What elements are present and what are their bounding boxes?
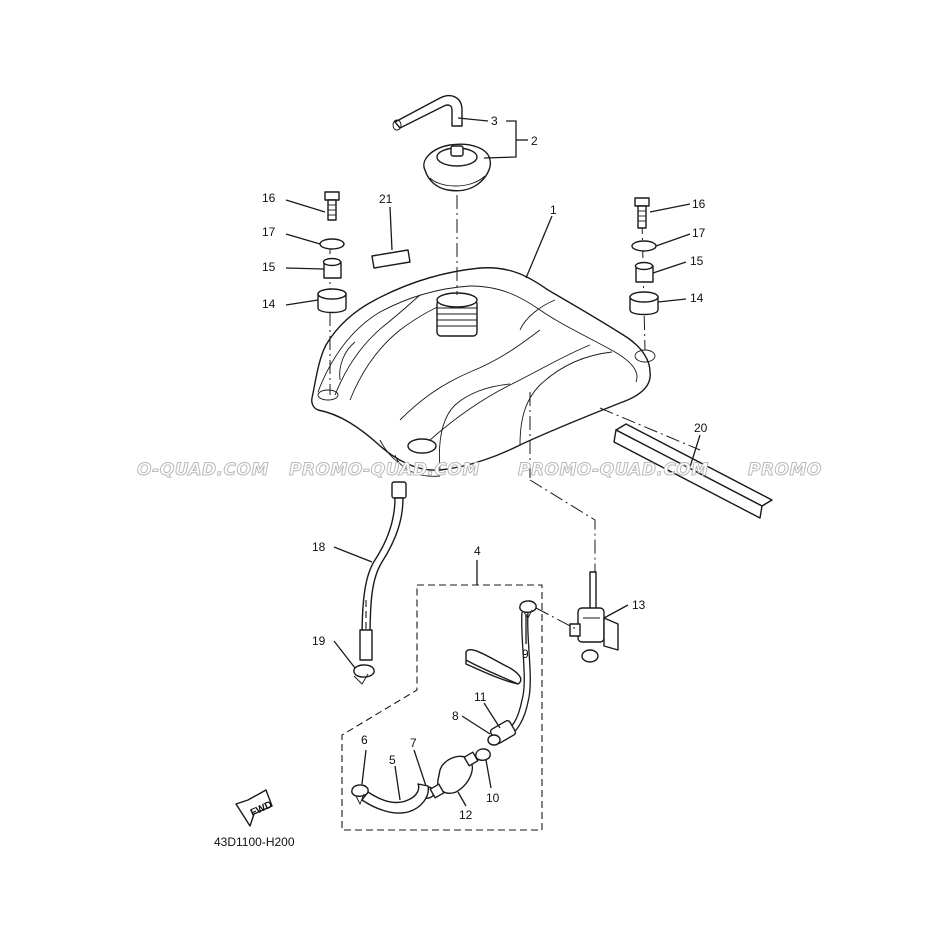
breather-pipe: [392, 94, 463, 131]
callout-13: 13: [632, 598, 646, 612]
collar-right: [634, 261, 654, 283]
callout-18: 18: [312, 540, 326, 554]
fuel-cock: [569, 571, 619, 663]
callout-9: 9: [522, 647, 529, 661]
watermark-edge: PROMO: [748, 460, 822, 480]
watermark: O-QUAD.COM PROMO-QUAD.COM PROMO-QUAD.COM…: [137, 460, 822, 481]
callout-17-right: 17: [692, 226, 706, 240]
bolt-right: [634, 197, 650, 229]
callout-15-right: 15: [690, 254, 704, 268]
grommet-right: [629, 291, 659, 316]
callout-16-right: 16: [692, 197, 706, 211]
washer-left: [319, 238, 345, 250]
grommet-left: [317, 288, 347, 314]
cock-connection-line: [535, 607, 579, 631]
callout-15-left: 15: [262, 260, 276, 274]
leader-lines: [285, 117, 701, 807]
watermark-left: O-QUAD.COM: [137, 460, 269, 480]
joint-8: [487, 719, 517, 746]
bolt-left: [324, 191, 340, 221]
filler-neck: [436, 292, 478, 337]
callout-7: 7: [410, 736, 417, 750]
callout-2: 2: [531, 134, 538, 148]
fuel-tank: [311, 267, 656, 477]
callout-19: 19: [312, 634, 326, 648]
caution-label: [371, 249, 411, 269]
fuel-hose-18: [359, 481, 407, 661]
watermark-right: PROMO-QUAD.COM: [518, 460, 709, 480]
diagram-code: 43D1100-H200: [214, 835, 295, 849]
callout-14-left: 14: [262, 297, 276, 311]
callout-3: 3: [491, 114, 498, 128]
damper-strip: [613, 423, 773, 519]
callout-10: 10: [486, 791, 500, 805]
callout-16-left: 16: [262, 191, 276, 205]
callout-11: 11: [474, 690, 487, 704]
callout-17-left: 17: [262, 225, 276, 239]
fuel-cap: [423, 143, 492, 192]
callout-1: 1: [550, 203, 557, 217]
collar-left: [322, 257, 342, 279]
clip-6: [351, 784, 369, 806]
washer-right: [631, 240, 657, 252]
clip-10: [475, 748, 491, 761]
callout-5: 5: [389, 753, 396, 767]
callout-12: 12: [459, 808, 473, 822]
watermark-center: PROMO-QUAD.COM: [289, 460, 480, 480]
kit-4-boundary: [341, 584, 543, 831]
callout-14-right: 14: [690, 291, 704, 305]
forward-arrow-icon: FWD: [235, 789, 274, 827]
fuel-filter: [429, 751, 479, 799]
callout-6: 6: [361, 733, 368, 747]
callout-4: 4: [474, 544, 481, 558]
cock-axis-line-2: [529, 479, 596, 580]
callout-8: 8: [452, 709, 459, 723]
callout-21: 21: [379, 192, 393, 206]
fuel-hose-11: [465, 611, 531, 739]
callout-20: 20: [694, 421, 708, 435]
hose-clip-19: [353, 664, 375, 685]
callout-labels: 3 2 1 16 17 15 14 21 16 17 15 14 20 18 4…: [262, 114, 708, 822]
bolt-axis-right: [641, 219, 646, 351]
damper-axis-line: [599, 407, 701, 451]
fuel-hose-5: [361, 783, 429, 814]
